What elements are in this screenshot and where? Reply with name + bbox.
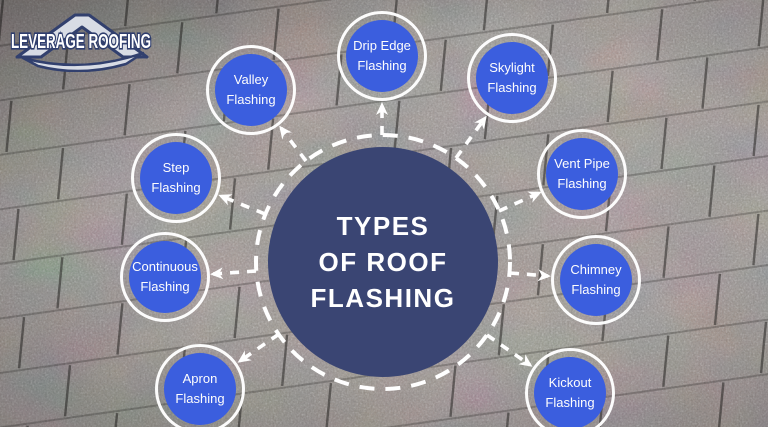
logo-text: LEVERAGE ROOFING [11, 31, 151, 53]
node-disc: Apron Flashing [164, 353, 236, 425]
node-label: Vent Pipe Flashing [554, 155, 610, 191]
arrow-step [218, 194, 266, 216]
node-label: Drip Edge Flashing [353, 37, 411, 73]
mountain-icon [15, 13, 149, 73]
node-drip-edge-flashing: Drip Edge Flashing [337, 11, 427, 101]
node-apron-flashing: Apron Flashing [155, 344, 245, 427]
arrow-skylight [454, 115, 487, 160]
company-logo: LEVERAGE ROOFING [5, 8, 157, 73]
arrow-continuous [210, 267, 257, 280]
node-disc: Kickout Flashing [534, 357, 606, 427]
node-kickout-flashing: Kickout Flashing [525, 348, 615, 427]
node-label: Kickout Flashing [545, 374, 595, 410]
node-label: Valley Flashing [226, 71, 276, 107]
node-chimney-flashing: Chimney Flashing [551, 235, 641, 325]
hub-title-line: TYPES [336, 211, 430, 241]
node-disc: Step Flashing [140, 142, 212, 214]
node-vent-pipe-flashing: Vent Pipe Flashing [537, 129, 627, 219]
node-label: Skylight Flashing [487, 59, 537, 95]
node-label: Step Flashing [151, 159, 201, 195]
node-disc: Valley Flashing [215, 54, 287, 126]
node-skylight-flashing: Skylight Flashing [467, 33, 557, 123]
node-label: Chimney Flashing [570, 261, 622, 297]
node-continuous-flashing: Continuous Flashing [120, 232, 210, 322]
node-disc: Drip Edge Flashing [346, 20, 418, 92]
arrow-apron [237, 332, 281, 363]
arrow-kickout [485, 333, 533, 367]
arrow-vent-pipe [498, 191, 542, 213]
node-label: Apron Flashing [175, 370, 225, 406]
node-label: Continuous Flashing [132, 258, 198, 294]
node-disc: Vent Pipe Flashing [546, 138, 618, 210]
node-disc: Continuous Flashing [129, 241, 201, 313]
arrow-chimney [509, 269, 551, 282]
hub-circle: TYPES OF ROOF FLASHING [268, 147, 498, 377]
arrow-valley [279, 125, 308, 163]
hub-title-line: OF ROOF [318, 247, 448, 277]
hub-title-line: FLASHING [310, 283, 456, 313]
node-disc: Chimney Flashing [560, 244, 632, 316]
node-valley-flashing: Valley Flashing [206, 45, 296, 135]
node-disc: Skylight Flashing [476, 42, 548, 114]
node-step-flashing: Step Flashing [131, 133, 221, 223]
